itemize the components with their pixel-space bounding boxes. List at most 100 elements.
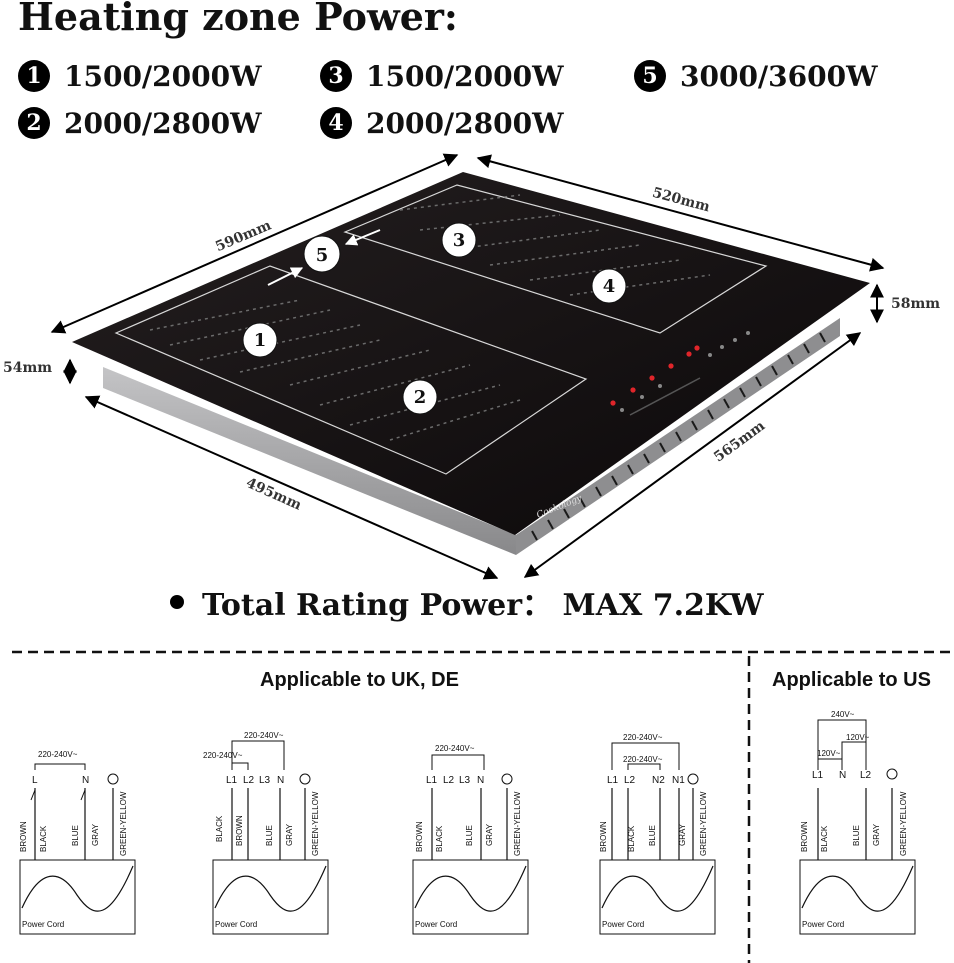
wiring-diagram-1: 220-240V~ L N BROWN BLACK BLUE GRAY GREE… xyxy=(19,750,136,935)
zone-badge-1: 1 xyxy=(18,60,50,92)
svg-text:BROWN: BROWN xyxy=(800,821,809,852)
svg-text:Power Cord: Power Cord xyxy=(415,920,457,929)
svg-text:BLUE: BLUE xyxy=(465,825,474,846)
zone-power-value-3: 1500/2000W xyxy=(366,59,564,93)
control-light xyxy=(694,345,700,351)
svg-text:3: 3 xyxy=(453,230,466,251)
glass-top xyxy=(72,172,870,535)
wiring-diagram-5: 240V~ 120V~ 120V~ L1 N L2 BROWN BLACK BL… xyxy=(799,710,916,935)
svg-text:220-240V~: 220-240V~ xyxy=(203,751,243,760)
zone-power-value-1: 1500/2000W xyxy=(64,59,262,93)
control-light xyxy=(686,351,692,357)
touch-key xyxy=(658,384,662,388)
control-light xyxy=(649,375,655,381)
touch-key xyxy=(640,395,644,399)
dim-label-58: 58mm xyxy=(891,296,940,312)
zone-badge-2: 2 xyxy=(18,107,50,139)
svg-text:BLUE: BLUE xyxy=(648,825,657,846)
zone-badge-5: 5 xyxy=(634,60,666,92)
svg-text:N: N xyxy=(82,775,89,786)
svg-text:BROWN: BROWN xyxy=(599,821,608,852)
zone-power-1: 1 1500/2000W xyxy=(18,58,262,94)
svg-text:BLUE: BLUE xyxy=(71,825,80,846)
svg-text:5: 5 xyxy=(316,245,329,266)
wiring-diagram-4: 220-240V~ 220-240V~ L1 L2 N2 N1 BROWN BL… xyxy=(599,733,716,935)
svg-text:BLACK: BLACK xyxy=(820,825,829,852)
svg-text:GREEN-YELLOW: GREEN-YELLOW xyxy=(899,791,908,856)
dim-arrow-520 xyxy=(476,154,885,272)
section-title-uk-de: Applicable to UK, DE xyxy=(260,669,459,691)
bullet-icon xyxy=(170,595,184,609)
svg-text:L1: L1 xyxy=(812,770,824,781)
svg-text:BLUE: BLUE xyxy=(852,825,861,846)
dim-label-54: 54mm xyxy=(3,360,52,376)
svg-text:220-240V~: 220-240V~ xyxy=(244,731,284,740)
ground-icon xyxy=(687,773,699,785)
dim-arrow-495 xyxy=(84,395,499,580)
svg-text:N2: N2 xyxy=(652,775,665,786)
svg-text:GREEN-YELLOW: GREEN-YELLOW xyxy=(513,791,522,856)
zone-power-value-2: 2000/2800W xyxy=(64,106,262,140)
svg-text:BLACK: BLACK xyxy=(627,825,636,852)
touch-key xyxy=(720,345,724,349)
dim-arrow-565 xyxy=(523,332,862,578)
sine-wave xyxy=(801,865,914,912)
svg-text:BROWN: BROWN xyxy=(19,821,28,852)
zone-badge-3: 3 xyxy=(320,60,352,92)
svg-text:L2: L2 xyxy=(243,775,255,786)
zone-marker-2: 2 xyxy=(402,379,438,415)
svg-text:L1: L1 xyxy=(426,775,438,786)
svg-text:N: N xyxy=(477,775,484,786)
zone-power-2: 2 2000/2800W xyxy=(18,105,262,141)
svg-text:BROWN: BROWN xyxy=(235,815,244,846)
svg-text:220-240V~: 220-240V~ xyxy=(623,755,663,764)
svg-text:BLACK: BLACK xyxy=(435,825,444,852)
svg-text:L1: L1 xyxy=(607,775,619,786)
svg-text:220-240V~: 220-240V~ xyxy=(623,733,663,742)
svg-text:BROWN: BROWN xyxy=(415,821,424,852)
dim-label-565: 565mm xyxy=(711,418,768,466)
wiring-diagram-3: 220-240V~ L1 L2 L3 N BROWN BLACK BLUE GR… xyxy=(412,744,529,935)
zone-marker-4: 4 xyxy=(591,268,627,304)
svg-text:L3: L3 xyxy=(459,775,471,786)
power-cord-box xyxy=(799,859,916,935)
total-rating: Total Rating Power： MAX 7.2KW xyxy=(170,580,764,624)
power-cord-box xyxy=(412,859,529,935)
svg-text:220-240V~: 220-240V~ xyxy=(38,750,78,759)
ground-icon xyxy=(886,768,898,780)
svg-text:L3: L3 xyxy=(259,775,271,786)
zone-power-value-4: 2000/2800W xyxy=(366,106,564,140)
svg-text:GRAY: GRAY xyxy=(91,823,100,846)
svg-text:220-240V~: 220-240V~ xyxy=(435,744,475,753)
svg-text:Power Cord: Power Cord xyxy=(215,920,257,929)
dim-label-495: 495mm xyxy=(243,475,303,514)
svg-text:BLACK: BLACK xyxy=(215,815,224,842)
sine-wave xyxy=(414,865,527,912)
svg-text:GRAY: GRAY xyxy=(678,823,687,846)
zone-marker-3: 3 xyxy=(441,222,477,258)
sine-wave xyxy=(601,865,714,912)
svg-text:L2: L2 xyxy=(443,775,455,786)
page-title: Heating zone Power: xyxy=(18,0,458,39)
svg-text:GRAY: GRAY xyxy=(485,823,494,846)
svg-text:L2: L2 xyxy=(860,770,872,781)
zone-marker-1: 1 xyxy=(242,322,278,358)
svg-text:120V~: 120V~ xyxy=(817,749,841,758)
svg-text:BLUE: BLUE xyxy=(265,825,274,846)
svg-text:GREEN-YELLOW: GREEN-YELLOW xyxy=(699,791,708,856)
svg-text:120V~: 120V~ xyxy=(846,733,870,742)
touch-key xyxy=(733,338,737,342)
svg-text:L2: L2 xyxy=(624,775,636,786)
ground-icon xyxy=(299,773,311,785)
zone-power-value-5: 3000/3600W xyxy=(680,59,878,93)
svg-text:1: 1 xyxy=(254,330,267,351)
svg-text:Power Cord: Power Cord xyxy=(802,920,844,929)
zone-badge-4: 4 xyxy=(320,107,352,139)
svg-text:N1: N1 xyxy=(672,775,685,786)
svg-text:GREEN-YELLOW: GREEN-YELLOW xyxy=(119,791,128,856)
svg-text:Power Cord: Power Cord xyxy=(602,920,644,929)
control-light xyxy=(610,400,616,406)
svg-text:N: N xyxy=(839,770,846,781)
sine-wave xyxy=(214,865,327,912)
control-light xyxy=(630,387,636,393)
